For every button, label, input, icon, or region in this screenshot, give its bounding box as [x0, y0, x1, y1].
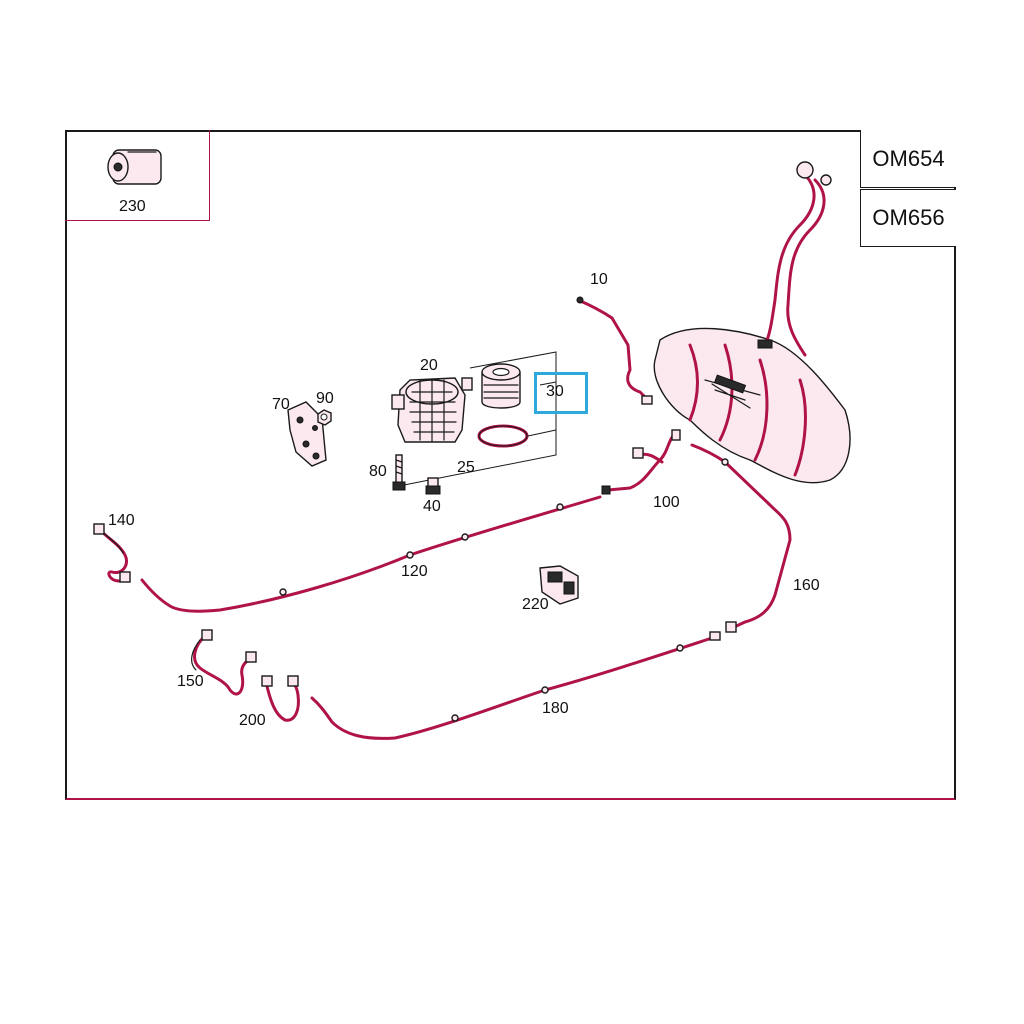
part-80-bolt[interactable] — [392, 454, 406, 491]
callout-230[interactable]: 230 — [119, 198, 146, 215]
variant-om654-tab[interactable]: OM654 — [860, 130, 956, 188]
part-140-hose[interactable] — [93, 523, 131, 583]
callout-140[interactable]: 140 — [108, 512, 135, 529]
part-40-drain-plug[interactable] — [425, 477, 441, 495]
callout-150[interactable]: 150 — [177, 673, 204, 690]
part-70-bracket[interactable] — [287, 401, 327, 467]
part-90-nut[interactable] — [317, 409, 332, 426]
part-30-filter-element[interactable] — [481, 363, 521, 409]
callout-20[interactable]: 20 — [420, 357, 438, 374]
callout-90[interactable]: 90 — [316, 390, 334, 407]
callout-160[interactable]: 160 — [793, 577, 820, 594]
callout-70[interactable]: 70 — [272, 396, 290, 413]
part-fuel-tank[interactable] — [653, 327, 851, 484]
part-230-clamp[interactable] — [107, 149, 162, 185]
callout-25[interactable]: 25 — [457, 459, 475, 476]
inset-box-230 — [65, 130, 210, 221]
part-filler-neck[interactable] — [757, 161, 832, 357]
part-100-line[interactable] — [601, 429, 681, 495]
callout-120[interactable]: 120 — [401, 563, 428, 580]
part-150-hose[interactable] — [191, 629, 257, 696]
callout-40[interactable]: 40 — [423, 498, 441, 515]
part-180-line[interactable] — [310, 631, 721, 740]
part-20-filter-housing[interactable] — [391, 377, 473, 443]
callout-80[interactable]: 80 — [369, 463, 387, 480]
part-160-line[interactable] — [690, 443, 792, 633]
part-120-line[interactable] — [140, 495, 602, 613]
part-200-hose[interactable] — [261, 675, 300, 722]
variant-om656-tab[interactable]: OM656 — [860, 189, 956, 247]
callout-220[interactable]: 220 — [522, 596, 549, 613]
callout-10[interactable]: 10 — [590, 271, 608, 288]
callout-100[interactable]: 100 — [653, 494, 680, 511]
part-220-clip[interactable] — [539, 565, 579, 605]
part-10-line[interactable] — [576, 296, 653, 405]
callout-180[interactable]: 180 — [542, 700, 569, 717]
callout-30[interactable]: 30 — [546, 383, 564, 400]
callout-200[interactable]: 200 — [239, 712, 266, 729]
